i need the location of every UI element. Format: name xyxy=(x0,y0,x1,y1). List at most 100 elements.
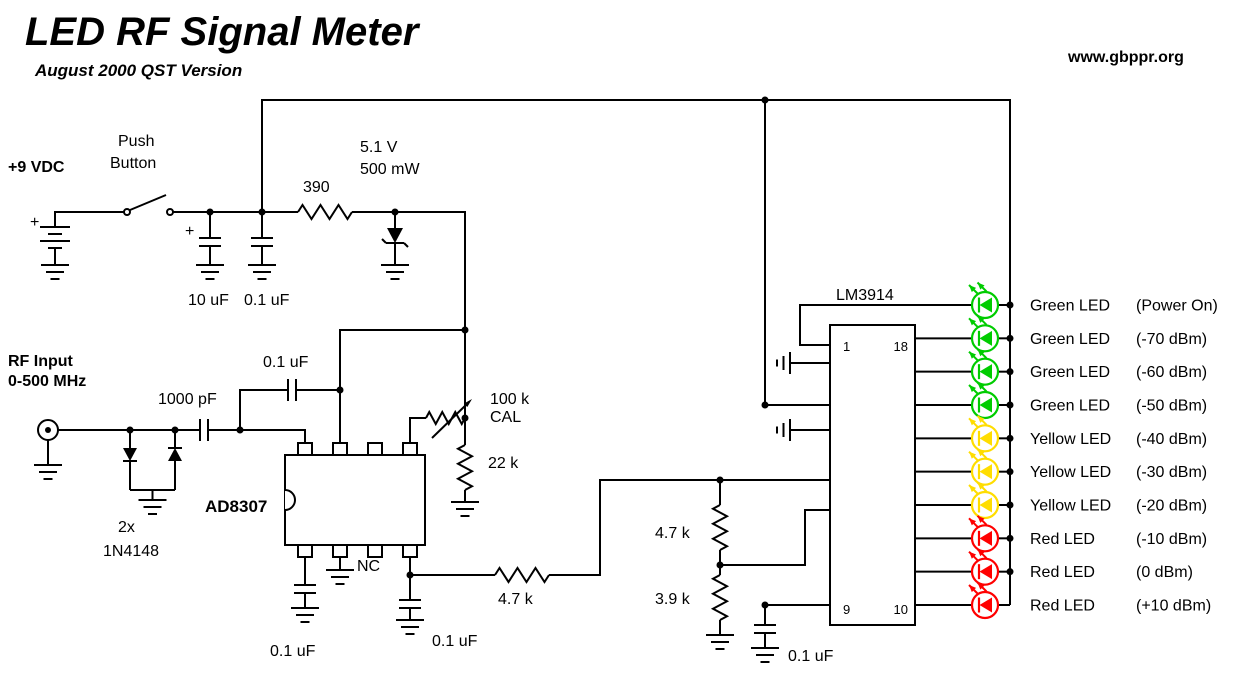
led-level-label: (-10 dBm) xyxy=(1136,531,1207,548)
junction-dot xyxy=(1006,534,1014,542)
ground-icon xyxy=(750,647,780,663)
led-level-label: (-30 dBm) xyxy=(1136,464,1207,481)
label-battery-plus: + xyxy=(30,214,39,231)
zener-diode-5v1 xyxy=(380,228,410,280)
led-name-label: Yellow LED xyxy=(1030,464,1111,481)
led-triangle xyxy=(979,330,992,346)
junction-dot xyxy=(461,326,469,334)
cap-10uf xyxy=(195,237,225,280)
label-r390: 390 xyxy=(303,179,330,196)
led-row-0: Green LED(Power On) xyxy=(968,281,1218,320)
led-level-label: (-20 dBm) xyxy=(1136,498,1207,515)
led-level-label: (-70 dBm) xyxy=(1136,331,1207,348)
junction-dot xyxy=(406,571,414,579)
ad8307-ic xyxy=(284,442,426,558)
resistor-47k-series xyxy=(494,566,550,584)
led-triangle xyxy=(979,297,992,313)
label-zener-power: 500 mW xyxy=(360,161,420,178)
lm3914-ic: 1 18 9 10 xyxy=(776,324,916,626)
label-c01-out1: 0.1 uF xyxy=(270,643,316,660)
ground-icon xyxy=(450,501,480,517)
led-name-label: Red LED xyxy=(1030,598,1095,615)
label-r47k-series: 4.7 k xyxy=(498,591,534,608)
junction-dot xyxy=(258,208,266,216)
led-emission-arrowhead xyxy=(977,382,985,390)
junction-dot xyxy=(336,386,344,394)
led-triangle xyxy=(979,530,992,546)
led-emission-arrowhead xyxy=(977,515,985,523)
page-subtitle: August 2000 QST Version xyxy=(34,61,242,80)
pin-label-9: 9 xyxy=(843,602,850,617)
led-emission-arrowhead xyxy=(969,351,977,359)
led-emission-arrowhead xyxy=(969,385,977,393)
pin-ground xyxy=(325,569,355,585)
label-c01-supply: 0.1 uF xyxy=(244,292,290,309)
led-emission-arrowhead xyxy=(969,485,977,493)
label-diodes-qty: 2x xyxy=(118,519,135,536)
ground-icon xyxy=(247,264,277,280)
battery-9v xyxy=(40,226,70,280)
led-level-label: (Power On) xyxy=(1136,298,1218,315)
led-emission-arrowhead xyxy=(977,349,985,357)
ground-icon xyxy=(33,464,63,480)
pin-label-18: 18 xyxy=(894,339,908,354)
label-10uf-plus: + xyxy=(185,223,194,240)
led-name-label: Red LED xyxy=(1030,564,1095,581)
led-name-label: Green LED xyxy=(1030,331,1110,348)
cap-01uf-out1 xyxy=(290,584,320,623)
push-button-switch xyxy=(123,194,174,216)
led-row-1: Green LED (-70 dBm) xyxy=(915,315,1207,353)
led-emission-arrowhead xyxy=(969,285,977,293)
label-push: Push xyxy=(118,133,154,150)
ground-icon xyxy=(195,264,225,280)
led-row-2: Green LED(-60 dBm) xyxy=(915,348,1207,386)
label-cal: CAL xyxy=(490,409,521,426)
cap-1000pf xyxy=(199,419,209,441)
label-rf-input: RF Input xyxy=(8,353,74,370)
label-lm3914: LM3914 xyxy=(836,287,894,304)
junction-dot xyxy=(1006,434,1014,442)
junction-dot xyxy=(461,414,469,422)
page-title: LED RF Signal Meter xyxy=(25,10,421,54)
resistor-390 xyxy=(297,203,353,221)
ground-icon xyxy=(705,634,735,650)
junction-dot xyxy=(1006,401,1014,409)
led-level-label: (0 dBm) xyxy=(1136,564,1193,581)
led-emission-arrowhead xyxy=(977,282,985,290)
label-c01-out2: 0.1 uF xyxy=(432,633,478,650)
ground-icon xyxy=(325,569,355,585)
led-row-9: Red LED (+10 dBm) xyxy=(915,581,1211,620)
label-rf-range: 0-500 MHz xyxy=(8,373,86,390)
label-ad8307: AD8307 xyxy=(205,497,267,516)
junction-dot xyxy=(1006,334,1014,342)
led-level-label: (+10 dBm) xyxy=(1136,598,1211,615)
junction-dot xyxy=(716,561,724,569)
label-button: Button xyxy=(110,155,156,172)
junction-dot xyxy=(171,426,179,434)
led-triangle xyxy=(979,597,992,613)
junction-dot xyxy=(1006,301,1014,309)
led-column: Green LED(Power On)Green LED(-70 dBm)Gre… xyxy=(915,281,1218,620)
led-emission-arrowhead xyxy=(969,551,977,559)
led-emission-arrowhead xyxy=(977,549,985,557)
led-emission-arrowhead xyxy=(977,315,985,323)
led-triangle xyxy=(979,497,992,513)
pot-100k-cal xyxy=(425,399,472,439)
led-name-label: Yellow LED xyxy=(1030,498,1111,515)
led-triangle xyxy=(979,564,992,580)
label-diodes-part: 1N4148 xyxy=(103,543,159,560)
label-r22k: 22 k xyxy=(488,455,519,472)
led-level-label: (-50 dBm) xyxy=(1136,398,1207,415)
junction-dot xyxy=(761,96,769,104)
label-nc: NC xyxy=(357,558,380,575)
ground-icon xyxy=(40,264,70,280)
led-level-label: (-40 dBm) xyxy=(1136,431,1207,448)
junction-dot xyxy=(1006,568,1014,576)
ground-icon xyxy=(776,418,791,442)
led-name-label: Green LED xyxy=(1030,398,1110,415)
led-triangle xyxy=(979,430,992,446)
cap-01uf-ref xyxy=(750,624,780,663)
led-row-8: Red LED (0 dBm) xyxy=(915,548,1193,586)
led-row-4: Yellow LED(-40 dBm) xyxy=(915,415,1207,453)
